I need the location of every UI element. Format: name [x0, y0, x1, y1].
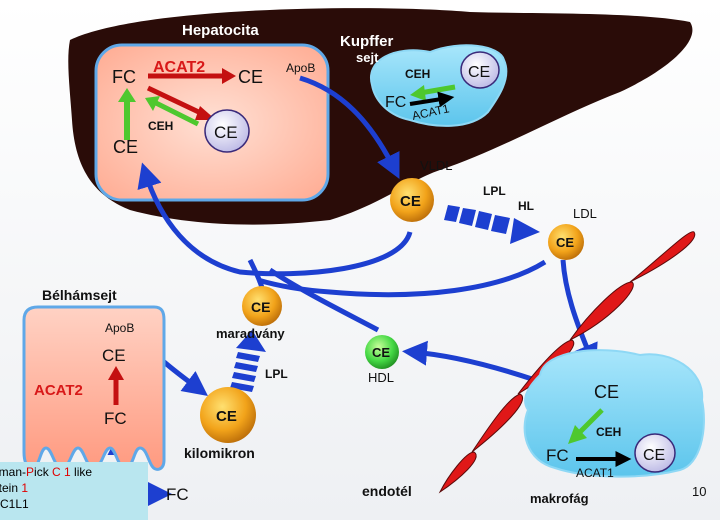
macrophage-label: makrofág — [530, 491, 589, 506]
note-text: otein — [0, 481, 19, 495]
note-text: ick — [34, 465, 53, 479]
hepatocyte-fc: FC — [112, 67, 136, 87]
endothelium-label: endotél — [362, 483, 412, 499]
kupffer-title-1: Kupffer — [340, 33, 393, 50]
lpl-top-label: LPL — [483, 184, 506, 198]
vldl-core: CE — [400, 193, 421, 210]
remnant-label: maradvány — [216, 326, 285, 341]
bottom-fc-label: FC — [166, 485, 189, 504]
droplet-to-fc-arrow — [154, 100, 200, 127]
hepatocyte-to-vldl-arrow — [299, 75, 400, 179]
macrophage-ceh-arrowhead — [568, 425, 587, 444]
ldl-label: LDL — [573, 206, 597, 221]
vldl-to-hepatocyte-return-arrow — [137, 162, 413, 277]
enterocyte-acat2: ACAT2 — [34, 382, 83, 399]
hl-label: HL — [518, 199, 534, 213]
hepatocyte-acat2: ACAT2 — [153, 59, 205, 76]
ldl-to-macrophage-arrow — [560, 259, 598, 370]
ldl-particle — [548, 224, 584, 260]
chylomicron-core: CE — [216, 408, 237, 425]
hdl-core: CE — [372, 345, 390, 360]
hepatocyte-title: Hepatocita — [182, 22, 259, 39]
acat2-arrowhead — [222, 68, 236, 84]
enterocyte-acat2-arrowhead — [108, 366, 124, 380]
note-text: eman- — [0, 465, 27, 479]
kupffer-droplet-label: CE — [468, 64, 490, 81]
note-text-red: 1 — [21, 481, 29, 495]
macrophage-acat1: ACAT1 — [576, 466, 614, 480]
hepatocyte-ce-top: CE — [238, 67, 263, 87]
note-text-red: P — [26, 465, 35, 479]
enterocyte-ce: CE — [102, 346, 126, 365]
enterocyte-apob: ApoB — [105, 321, 134, 335]
page-number: 10 — [692, 484, 706, 499]
chylomicron-label: kilomikron — [184, 445, 255, 461]
kupffer-ceh: CEH — [405, 67, 430, 81]
hdl-label: HDL — [368, 370, 394, 385]
kupffer-lipid-droplet — [460, 51, 500, 89]
enterocyte-fc: FC — [104, 409, 127, 428]
hdl-to-hepatocyte-arrow — [268, 267, 380, 333]
remnant-core: CE — [251, 299, 270, 315]
note-text: PC1L1 — [0, 497, 29, 511]
macrophage-lipid-droplet — [634, 433, 676, 473]
vldl-particle — [390, 178, 434, 222]
hepatocyte-ce-bottom: CE — [113, 137, 138, 157]
kupffer-ceh-arrowhead — [410, 85, 426, 101]
macrophage-ce: CE — [594, 382, 619, 402]
kupffer-title-2: sejt — [356, 50, 379, 65]
vldl-to-ldl-conversion-arrow — [444, 205, 540, 244]
note-text: like — [70, 465, 93, 479]
remnant-particle — [242, 286, 282, 326]
note-line-3: PC1L1 — [0, 496, 148, 512]
ldl-to-hepatocyte-arrow — [257, 259, 547, 298]
remnant-to-hepatocyte-arrow — [247, 258, 265, 289]
macrophage-to-hdl-arrow — [402, 340, 536, 383]
hepatocyte-apob: ApoB — [286, 61, 315, 75]
chylomicron-particle — [200, 387, 256, 443]
hepatocyte-lipid-droplet — [204, 109, 250, 153]
hepatocyte-droplet-label: CE — [214, 123, 238, 142]
ldl-core: CE — [556, 235, 574, 250]
fc-to-droplet-arrow — [146, 85, 207, 118]
chylomicron-to-remnant-conversion-arrow — [230, 330, 266, 392]
kupffer-fc: FC — [385, 94, 406, 111]
vldl-label: VLDL — [420, 158, 453, 173]
hepatocyte-ceh: CEH — [148, 119, 173, 133]
macrophage-ceh: CEH — [596, 425, 621, 439]
macrophage-droplet-label: CE — [643, 447, 665, 464]
droplet-to-fc-arrowhead — [145, 96, 160, 111]
macrophage-fc: FC — [546, 446, 569, 465]
npc1l1-note: eman-Pick C 1 like otein 1 PC1L1 — [0, 462, 148, 520]
note-line-2: otein 1 — [0, 480, 148, 496]
macrophage-ceh-arrow — [576, 408, 604, 436]
note-text-red: C 1 — [52, 465, 71, 479]
kupffer-ceh-arrow — [419, 84, 456, 96]
ce-to-fc-arrowhead — [118, 88, 136, 102]
enterocyte-title: Bélhámsejt — [42, 287, 117, 303]
lpl-bottom-label: LPL — [265, 367, 288, 381]
kupffer-acat-arrow — [409, 91, 455, 108]
hdl-particle — [365, 335, 399, 369]
note-line-1: eman-Pick C 1 like — [0, 464, 148, 480]
